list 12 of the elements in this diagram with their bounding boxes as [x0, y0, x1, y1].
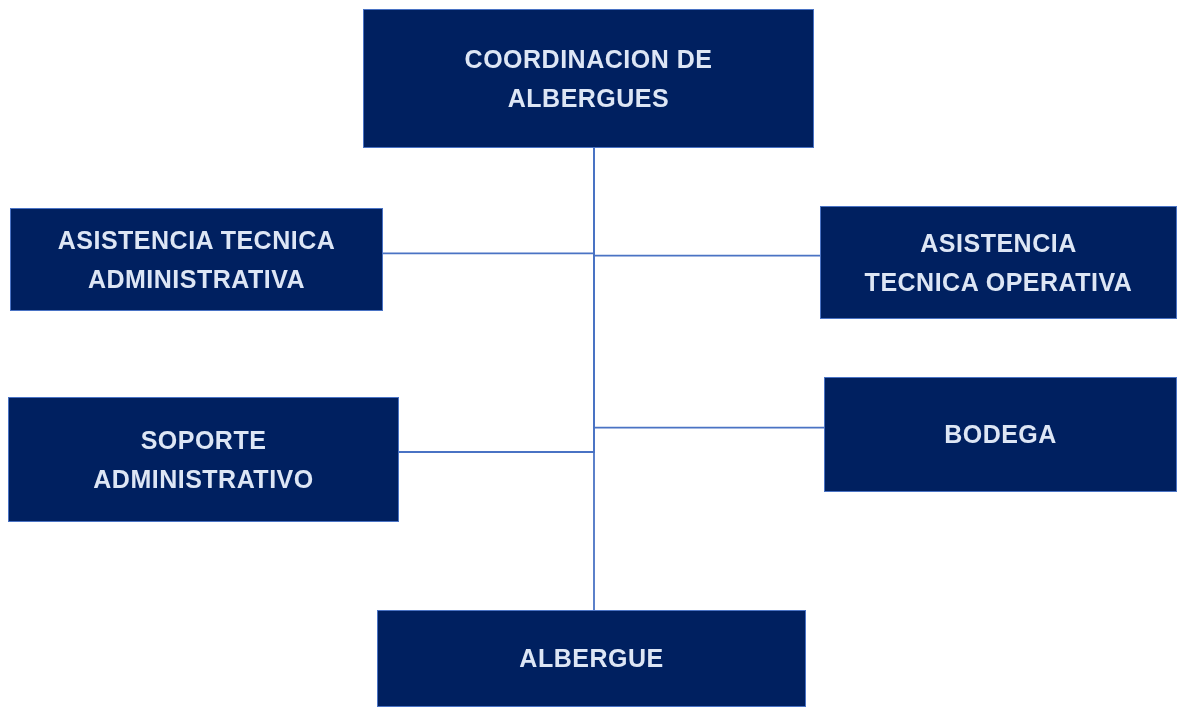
org-box [377, 610, 806, 707]
org-box [363, 9, 814, 148]
box-label: ASISTENCIA TECNICA ADMINISTRATIVA [56, 224, 337, 295]
org-box [820, 206, 1177, 319]
box-label: COORDINACION DE ALBERGUES [463, 43, 714, 114]
org-box [824, 377, 1177, 492]
org-box [8, 397, 399, 522]
box-label: ALBERGUE [518, 643, 665, 675]
box-label: ASISTENCIA TECNICA OPERATIVA [863, 227, 1134, 298]
box-label: BODEGA [943, 419, 1058, 451]
org-box [10, 208, 383, 311]
box-label: SOPORTE ADMINISTRATIVO [92, 424, 315, 495]
